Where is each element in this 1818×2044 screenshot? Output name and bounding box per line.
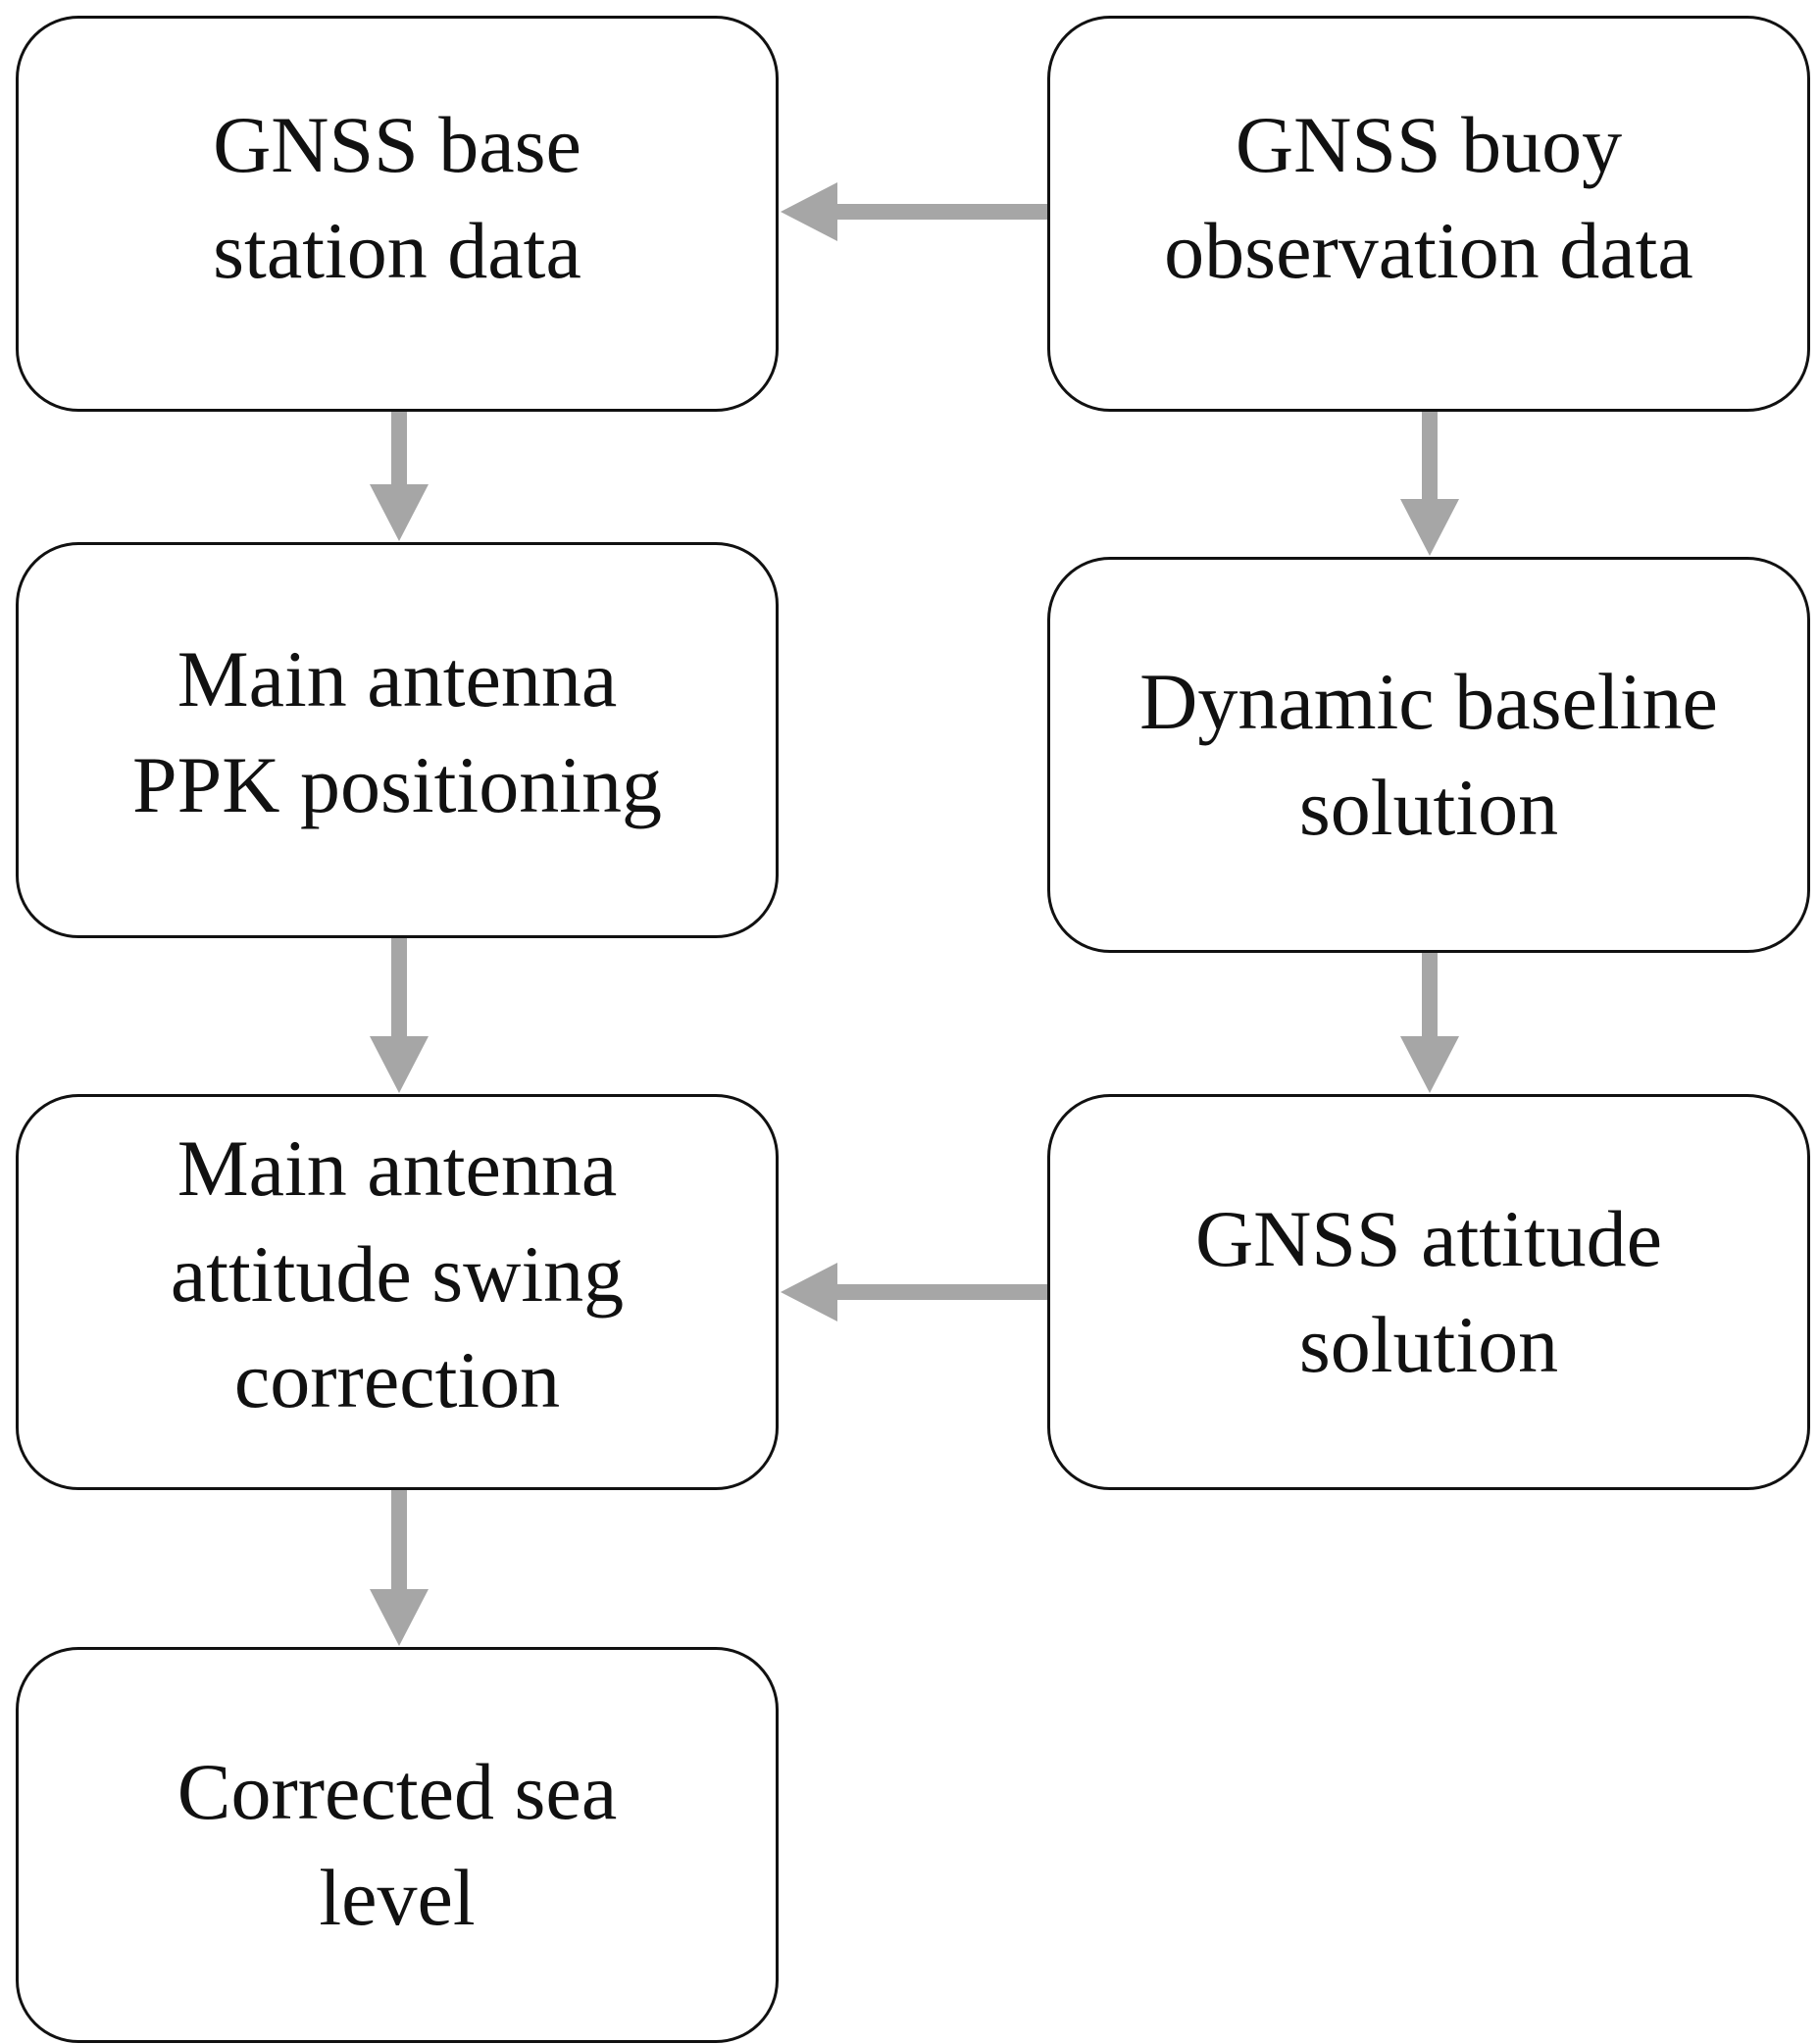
gnss-buoy-observation-data-box: GNSS buoy observation data	[1047, 16, 1810, 412]
gnss-base-station-data-box: GNSS base station data	[16, 16, 779, 412]
box-line: solution	[1298, 763, 1559, 852]
box-line: Dynamic baseline	[1139, 657, 1718, 746]
gnss-attitude-solution-box: GNSS attitude solution	[1047, 1094, 1810, 1490]
box-line: PPK positioning	[132, 740, 662, 829]
box-line: solution	[1298, 1300, 1559, 1389]
box-line: Corrected sea	[177, 1747, 618, 1836]
box-line: attitude swing	[170, 1229, 625, 1319]
dynamic-baseline-solution-box: Dynamic baseline solution	[1047, 557, 1810, 953]
box-line: Main antenna	[177, 634, 618, 723]
main-antenna-ppk-positioning-box: Main antenna PPK positioning	[16, 542, 779, 938]
arrow-buoy-to-baseline	[1400, 412, 1459, 556]
box-line: GNSS attitude	[1194, 1194, 1663, 1283]
box-line: observation data	[1164, 206, 1693, 295]
arrow-attitude-to-correction	[781, 1263, 1047, 1321]
box-line: level	[319, 1853, 476, 1942]
attitude-swing-correction-box: Main antenna attitude swing correction	[16, 1094, 779, 1490]
box-line: station data	[213, 206, 581, 295]
arrow-correction-to-sealevel	[370, 1490, 429, 1646]
arrow-buoy-to-base	[781, 182, 1047, 241]
box-line: correction	[233, 1335, 561, 1424]
box-line: Main antenna	[177, 1123, 618, 1213]
box-line: GNSS buoy	[1235, 100, 1623, 189]
arrow-baseline-to-attitude	[1400, 953, 1459, 1093]
arrow-ppk-to-correction	[370, 938, 429, 1093]
box-line: GNSS base	[213, 100, 581, 189]
arrow-base-to-ppk	[370, 412, 429, 541]
corrected-sea-level-box: Corrected sea level	[16, 1647, 779, 2043]
